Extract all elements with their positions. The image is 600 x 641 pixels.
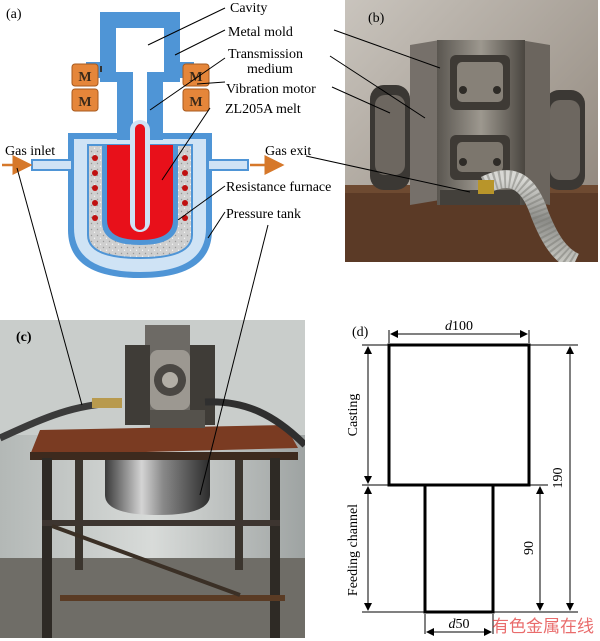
watermark: 有色金属在线 [492,617,594,636]
vibration-motor-left [71,63,99,112]
motor-letter: M [78,95,91,110]
label-melt: ZL205A melt [225,102,301,117]
leader-lines [147,7,226,239]
mold-closeup-photo [345,0,598,262]
photo-panel-b [345,0,598,262]
label-transmission-medium-1: Transmission [228,47,303,62]
label-transmission-medium-2: medium [247,62,293,77]
feeding-channel-block [423,483,495,614]
schematic-panel-a: M M M M [2,7,285,278]
label-gas-inlet: Gas inlet [5,144,55,159]
label-casting: Casting [346,394,361,437]
photo-panel-c [0,320,305,638]
label-gas-exit: Gas exit [265,144,311,159]
dim-top-diameter: d100 [445,319,473,334]
panel-label-d: (d) [352,325,369,340]
panel-label-b: (b) [368,11,385,26]
apparatus-photo [0,320,305,638]
cross-panel-leaders [16,29,471,496]
heating-elements [92,155,188,221]
panel-label-c: (c) [16,330,32,345]
gas-inlet-pipe [31,159,73,171]
label-vibration-motor: Vibration motor [226,82,316,97]
dim-bottom-diameter: d50 [449,617,470,632]
dim-channel-height: 90 [522,541,537,555]
motor-letter: M [189,95,202,110]
motor-letter: M [78,70,91,85]
casting-block [387,343,531,487]
cavity-shape [116,28,164,72]
label-cavity: Cavity [230,1,267,16]
label-pressure-tank: Pressure tank [226,207,301,222]
label-resistance-furnace: Resistance furnace [226,180,331,195]
dim-total-height: 190 [551,468,566,489]
vibration-motor-right [182,63,210,112]
label-feeding-channel: Feeding channel [346,504,361,596]
gas-exit-pipe [207,159,249,171]
label-metal-mold: Metal mold [228,25,293,40]
dimension-drawing-panel-d: d100 d50 190 90 Casting Feeding channel [346,319,578,636]
panel-label-a: (a) [6,7,22,22]
